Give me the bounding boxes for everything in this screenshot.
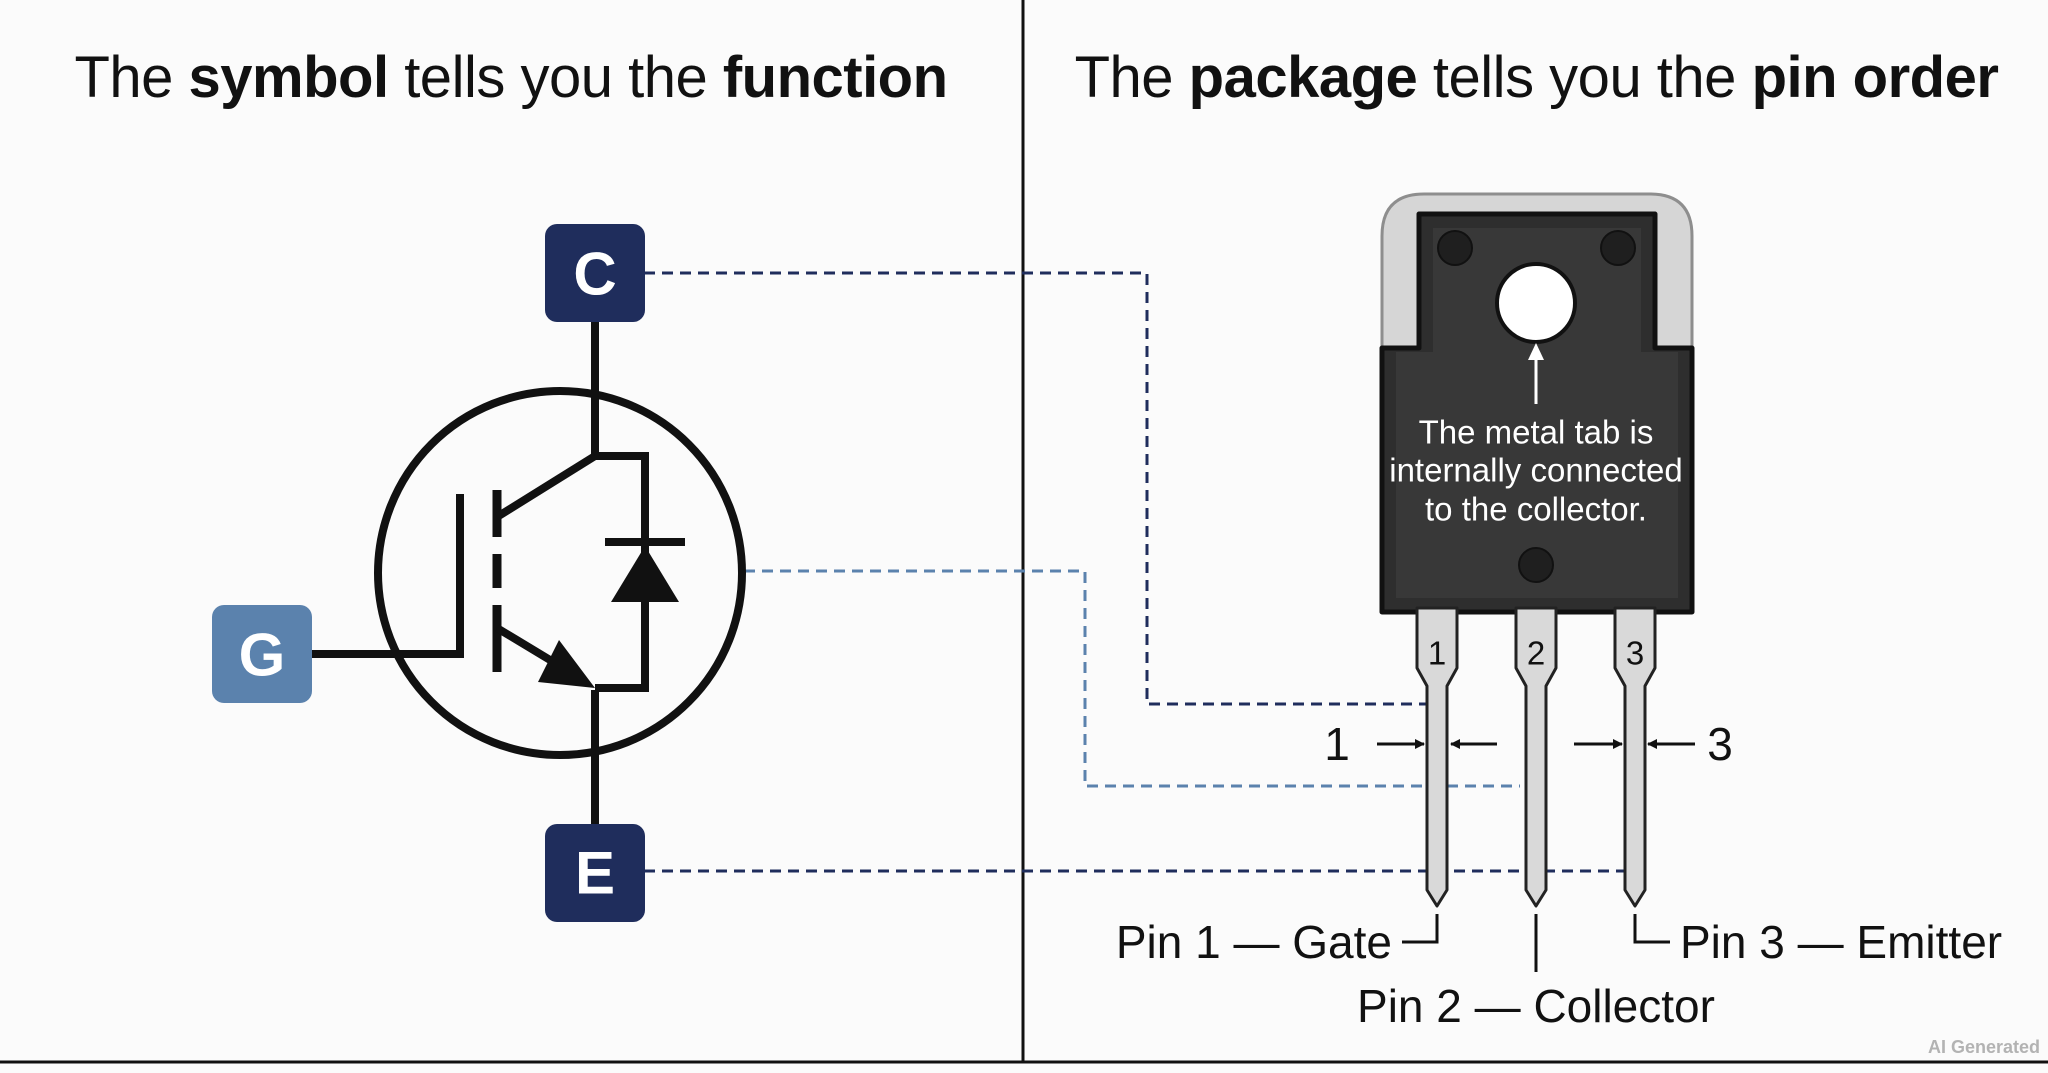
pin1-leader — [1402, 914, 1439, 944]
diode-triangle-icon — [611, 546, 679, 602]
igbt-symbol — [310, 316, 746, 830]
emitter-label: E — [575, 840, 615, 907]
collector-trace — [644, 271, 1433, 706]
gate-badge: G — [212, 605, 312, 703]
spacing-label-left: 1 — [1324, 718, 1350, 770]
right-panel-title: The package tells you the pin order — [1074, 45, 1999, 110]
tab-note-arrowhead-icon — [1528, 343, 1544, 360]
ejector-mark-bottom — [1518, 547, 1554, 583]
tab-note-line-3: to the collector. — [1425, 491, 1647, 528]
emitter-badge: E — [545, 824, 645, 922]
title-keyword-function: function — [722, 45, 948, 110]
pin-number-3: 3 — [1626, 635, 1644, 672]
body-panel — [1396, 228, 1678, 598]
gate-label: G — [239, 622, 286, 689]
symbol-circle — [374, 387, 746, 759]
emitter-arrow-icon — [538, 640, 595, 688]
ai-generated-watermark: AI Generated — [1928, 1037, 2040, 1057]
spacing-label-right: 3 — [1707, 718, 1733, 770]
pin2-caption: Pin 2 — Collector — [1357, 980, 1715, 1032]
pin-number-2: 2 — [1527, 635, 1545, 672]
mounting-hole — [1495, 262, 1577, 344]
left-panel-title: The symbol tells you the function — [74, 45, 948, 110]
title-keyword-pin-order: pin order — [1751, 45, 1999, 110]
ejector-mark-right — [1600, 230, 1636, 266]
ejector-mark-left — [1437, 230, 1473, 266]
pin-spacing-markers: 1 3 — [1324, 718, 1733, 770]
tab-note-line-2: internally connected — [1389, 452, 1683, 489]
title-keyword-package: package — [1188, 45, 1418, 110]
lead-pin-3 — [1613, 606, 1657, 908]
gate-trace — [744, 569, 1520, 788]
title-keyword-symbol: symbol — [188, 45, 390, 110]
pin3-caption: Pin 3 — Emitter — [1680, 916, 2002, 968]
collector-label: C — [573, 241, 616, 308]
to247-package: The metal tab is internally connected to… — [1379, 192, 1695, 908]
tab-note-line-1: The metal tab is — [1419, 414, 1654, 451]
pin1-caption: Pin 1 — Gate — [1116, 916, 1392, 968]
lead-pin-1 — [1415, 606, 1459, 908]
collector-badge: C — [545, 224, 645, 322]
pin-number-1: 1 — [1428, 635, 1446, 672]
collector-diagonal — [494, 452, 598, 521]
lead-pin-2 — [1514, 606, 1558, 908]
pin3-leader — [1633, 914, 1670, 944]
